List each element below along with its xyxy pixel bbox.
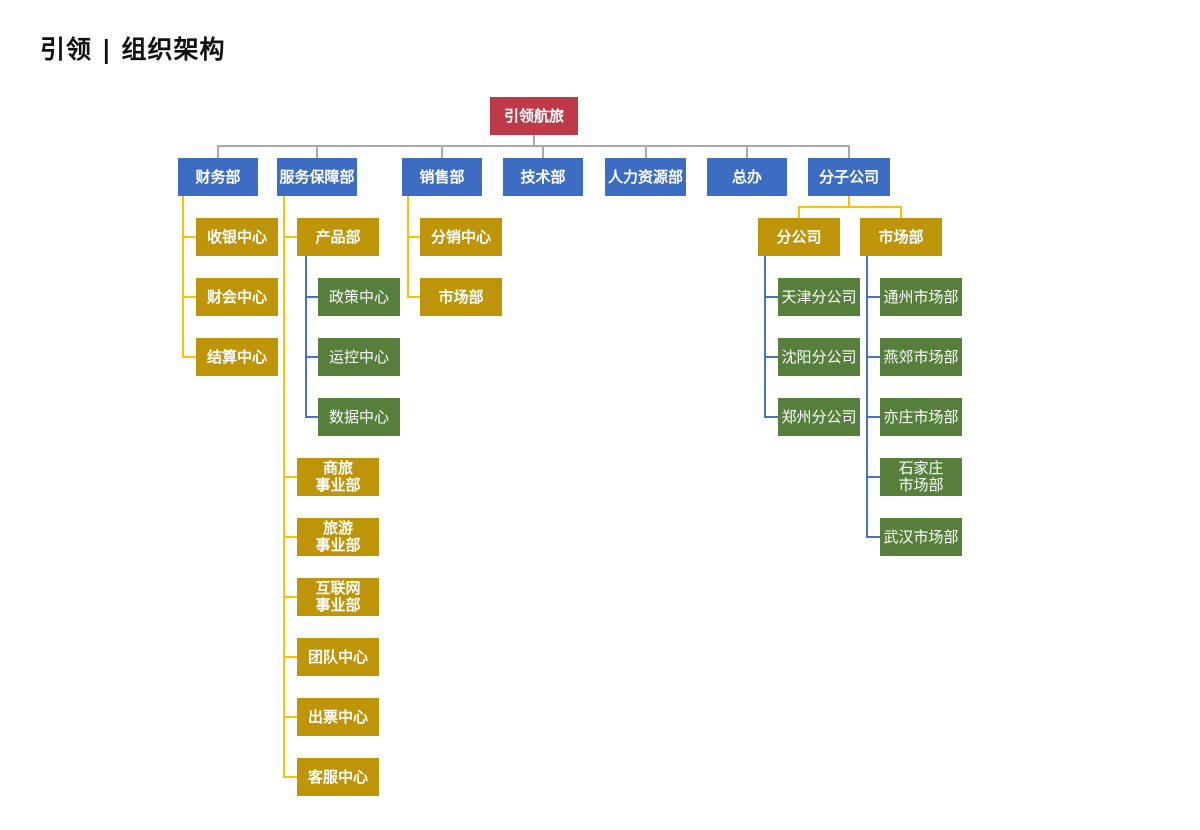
connector-drop-hr [645,145,647,158]
node-zhengzhou-branch: 郑州分公司 [778,398,860,436]
node-settlement-center: 结算中心 [196,338,278,376]
node-finance-accounting-center: 财会中心 [196,278,278,316]
node-subsidiaries: 分子公司 [808,158,890,196]
connector-marketing-stub-5 [866,536,880,538]
node-branch-companies: 分公司 [758,218,840,256]
node-general-office: 总办 [707,158,787,196]
node-operation-control-center: 运控中心 [318,338,400,376]
node-tongzhou-marketing: 通州市场部 [880,278,962,316]
connector-service-stub-7 [283,776,297,778]
connector-finance-stub-1 [182,236,196,238]
connector-drop-sales [441,145,443,158]
connector-service-stub-6 [283,716,297,718]
connector-branch-stub-3 [764,416,778,418]
connector-sales-rail [407,196,409,298]
connector-subsidiaries-stem [848,196,850,207]
node-product-dept: 产品部 [297,218,379,256]
connector-sales-stub-1 [407,236,420,238]
page-title: 引领 | 组织架构 [40,35,226,64]
connector-drop-tech [542,145,544,158]
connector-product-stub-3 [305,416,318,418]
connector-finance-stub-3 [182,356,196,358]
connector-root-stem [533,135,535,146]
node-tourism-division: 旅游 事业部 [297,518,379,556]
connector-product-rail [305,256,307,418]
connector-branch-rail [764,256,766,418]
node-technology-dept: 技术部 [503,158,583,196]
node-wuhan-marketing: 武汉市场部 [880,518,962,556]
node-internet-division: 互联网 事业部 [297,578,379,616]
connector-marketing-stub-4 [866,476,880,478]
connector-finance-stub-2 [182,296,196,298]
connector-product-stub-2 [305,356,318,358]
connector-marketing-stub-3 [866,416,880,418]
node-shijiazhuang-marketing: 石家庄 市场部 [880,458,962,496]
connector-marketing-stub-2 [866,356,880,358]
connector-branch-stub-1 [764,296,778,298]
node-tianjin-branch: 天津分公司 [778,278,860,316]
node-data-center: 数据中心 [318,398,400,436]
node-hr-dept: 人力资源部 [605,158,686,196]
node-marketing-dept-sales: 市场部 [420,278,502,316]
connector-root-rail [217,145,850,147]
connector-drop-finance [217,145,219,158]
node-service-support-dept: 服务保障部 [277,158,357,196]
connector-marketing-rail [866,256,868,538]
connector-sales-stub-2 [407,296,420,298]
connector-drop-service [316,145,318,158]
connector-service-stub-5 [283,656,297,658]
connector-service-stub-2 [283,476,297,478]
connector-subsidiaries-drop-2 [900,206,902,218]
node-yanjiao-marketing: 燕郊市场部 [880,338,962,376]
connector-drop-subsidiaries [848,145,850,158]
connector-product-stub-1 [305,296,318,298]
connector-service-stub-1 [283,236,297,238]
connector-service-rail [283,196,285,778]
connector-subsidiaries-rail [798,206,902,208]
connector-service-stub-3 [283,536,297,538]
node-policy-center: 政策中心 [318,278,400,316]
node-shenyang-branch: 沈阳分公司 [778,338,860,376]
node-root-yinling-air-travel: 引领航旅 [490,97,578,135]
node-yizhuang-marketing: 亦庄市场部 [880,398,962,436]
connector-service-stub-4 [283,596,297,598]
connector-subsidiaries-drop-1 [798,206,800,218]
connector-branch-stub-2 [764,356,778,358]
connector-finance-rail [182,196,184,358]
connector-marketing-stub-1 [866,296,880,298]
connector-drop-office [746,145,748,158]
node-distribution-center: 分销中心 [420,218,502,256]
node-business-travel-division: 商旅 事业部 [297,458,379,496]
node-ticketing-center: 出票中心 [297,698,379,736]
node-cashier-center: 收银中心 [196,218,278,256]
node-team-center: 团队中心 [297,638,379,676]
node-finance-dept: 财务部 [178,158,258,196]
node-customer-service-center: 客服中心 [297,758,379,796]
node-sales-dept: 销售部 [402,158,482,196]
node-marketing-dept-sub: 市场部 [860,218,942,256]
